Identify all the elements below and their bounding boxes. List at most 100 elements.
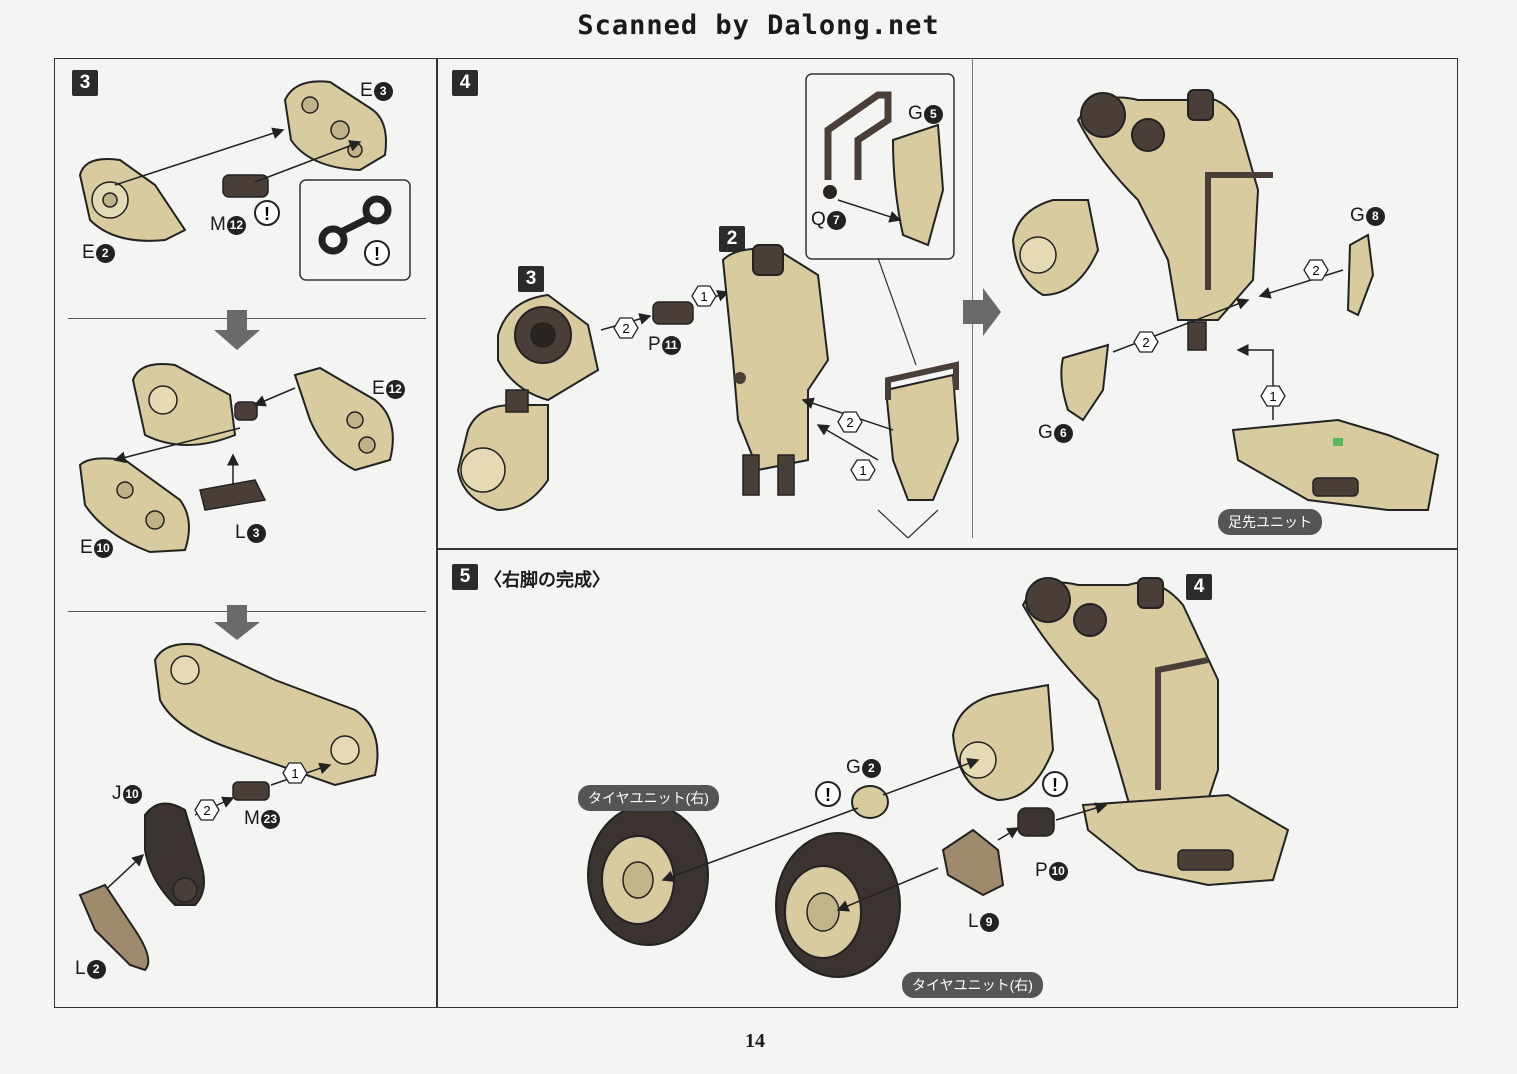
tire-2-shape: [775, 832, 901, 978]
part-e2-shape: [78, 158, 187, 242]
part-j10-shape: [144, 802, 205, 906]
plate-callout-1: [877, 509, 909, 539]
svg-text:1: 1: [291, 766, 298, 781]
order-mark-2-step3: 2: [194, 799, 220, 821]
part-p10-shape: [1017, 807, 1055, 837]
divider-vertical-left: [436, 58, 438, 1008]
step3-badge: 3: [72, 70, 98, 96]
arrow-tire-1: [661, 807, 859, 882]
tire-unit-tag-1: タイヤユニット(右): [578, 785, 719, 811]
arrow-g8: [1258, 269, 1344, 299]
step3-marks: ! ! 1 2: [194, 200, 390, 821]
part-m12-shape: [222, 174, 269, 198]
part-g8-shape: [1346, 233, 1375, 317]
svg-text:!: !: [374, 244, 380, 264]
caution-icon-1: !: [254, 200, 280, 226]
arrow-plate-1: [816, 424, 879, 461]
toe-unit-shape: [1231, 418, 1440, 511]
svg-text:2: 2: [622, 321, 629, 336]
step5-title: 〈右脚の完成〉: [484, 570, 610, 590]
order-mark-1-step3: 1: [282, 762, 308, 784]
caution-icon-2: !: [364, 240, 390, 266]
down-arrow-1: [214, 310, 260, 350]
svg-text:!: !: [264, 204, 270, 224]
arrow-m12-to-e3: [254, 140, 362, 183]
caution-icon-3: !: [815, 781, 841, 807]
part-l9-shape: [941, 828, 1005, 897]
svg-text:2: 2: [203, 803, 210, 818]
tire-1-shape: [587, 804, 709, 946]
part-g6-shape: [1060, 343, 1110, 422]
order-mark-1-p11: 1: [691, 285, 717, 307]
step5-sub4-badge: 4: [1186, 574, 1212, 600]
inset-callout-line: [877, 257, 917, 366]
order-mark-1-plate: 1: [850, 459, 876, 481]
part-l3-shape: [199, 479, 267, 511]
assembled-leg-shape: [1011, 89, 1273, 351]
order-mark-2-g8: 2: [1303, 259, 1329, 281]
order-mark-2-plate: 2: [837, 411, 863, 433]
svg-text:!: !: [1052, 775, 1058, 795]
arrow-to-e10: [113, 427, 241, 464]
part-body-2-shape: [131, 363, 258, 446]
arrow-e2-to-e3: [114, 127, 285, 186]
part-g5-shape: [891, 123, 945, 247]
step4-illustration: 1 2 2 1 2 2 1: [456, 73, 1440, 539]
svg-text:2: 2: [846, 415, 853, 430]
step4-inset-box: [805, 73, 955, 260]
arrow-p10: [1055, 802, 1108, 821]
order-mark-2-g6: 2: [1133, 331, 1159, 353]
page-frame: [54, 58, 1458, 1008]
part-g2-shape: [851, 785, 889, 819]
step4-badge: 4: [452, 70, 478, 96]
scan-credit: Scanned by Dalong.net: [577, 10, 940, 41]
runner-detail-shape: [318, 195, 392, 255]
part-l2-shape: [78, 883, 150, 972]
part-m23-shape: [232, 781, 270, 801]
down-arrow-2: [214, 605, 260, 640]
part-assembled-shape: [153, 643, 379, 787]
arrow-l9: [997, 827, 1020, 841]
caution-inset-box: [299, 179, 411, 281]
caution-icon-4: !: [1042, 771, 1068, 797]
arm-subassembly-shape: [456, 293, 600, 512]
part-e10-shape: [78, 457, 190, 554]
completed-leg-shape: [951, 577, 1290, 887]
tire-unit-tag-2: タイヤユニット(右): [902, 972, 1043, 998]
arrow-q7-to-g5: [837, 199, 902, 223]
svg-text:2: 2: [1142, 335, 1149, 350]
step4-sub2-badge: 2: [719, 226, 745, 252]
step4-sub3-badge: 3: [518, 266, 544, 292]
svg-text:!: !: [825, 785, 831, 805]
step5-badge: 5: [452, 564, 478, 590]
arrow-e12: [253, 387, 296, 407]
toe-unit-tag: 足先ユニット: [1218, 509, 1322, 535]
page-number: 14: [745, 1030, 765, 1052]
torso-subassembly-shape: [721, 244, 830, 496]
divider-step4-inner: [972, 58, 973, 538]
step5-illustration: ! !: [587, 577, 1290, 978]
leg-plate-shape: [884, 361, 960, 501]
svg-text:2: 2: [1312, 263, 1319, 278]
divider-horizontal-mid: [436, 548, 1458, 550]
svg-text:1: 1: [1269, 389, 1276, 404]
svg-text:1: 1: [700, 289, 707, 304]
right-arrow: [963, 288, 1001, 336]
order-mark-1-toe: 1: [1260, 385, 1286, 407]
step3-illustration: [78, 80, 411, 972]
